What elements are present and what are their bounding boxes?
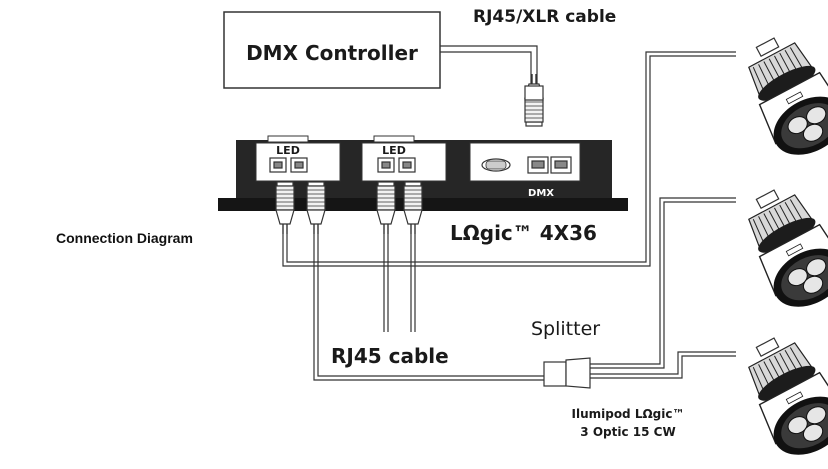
rj45-cable-label: RJ45 cable (331, 344, 449, 368)
page-title: Connection Diagram (56, 230, 193, 246)
dmx-controller-label: DMX Controller (246, 41, 418, 65)
spotlight-fixture-icon (730, 176, 828, 320)
top-cable-label: RJ45/XLR cable (473, 7, 616, 27)
led-connector-icon (306, 181, 326, 235)
fixture-name-label: Ilumipod LΩgic™ (571, 407, 684, 421)
device-name-label: LΩgic™ 4X36 (450, 221, 597, 245)
led-label-left: LED (276, 144, 300, 157)
dmx-port-label: DMX (528, 188, 554, 199)
splitter-label: Splitter (531, 318, 600, 340)
cables (282, 51, 736, 381)
dmx-ports (527, 156, 572, 174)
fixture-spec-label: 3 Optic 15 CW (580, 425, 675, 439)
dmx-controller-box (223, 11, 441, 89)
led-connector-icon (376, 181, 396, 235)
led-ports (269, 157, 416, 173)
controller-cable (440, 45, 538, 84)
led-connector-icon (403, 181, 423, 235)
led-label-right: LED (382, 144, 406, 157)
led-connector-icon (275, 181, 295, 235)
spotlight-fixture-icon (730, 24, 828, 168)
spotlight-fixture-icon (730, 324, 828, 468)
splitter-box (543, 357, 591, 389)
db9-port-icon (481, 158, 511, 172)
